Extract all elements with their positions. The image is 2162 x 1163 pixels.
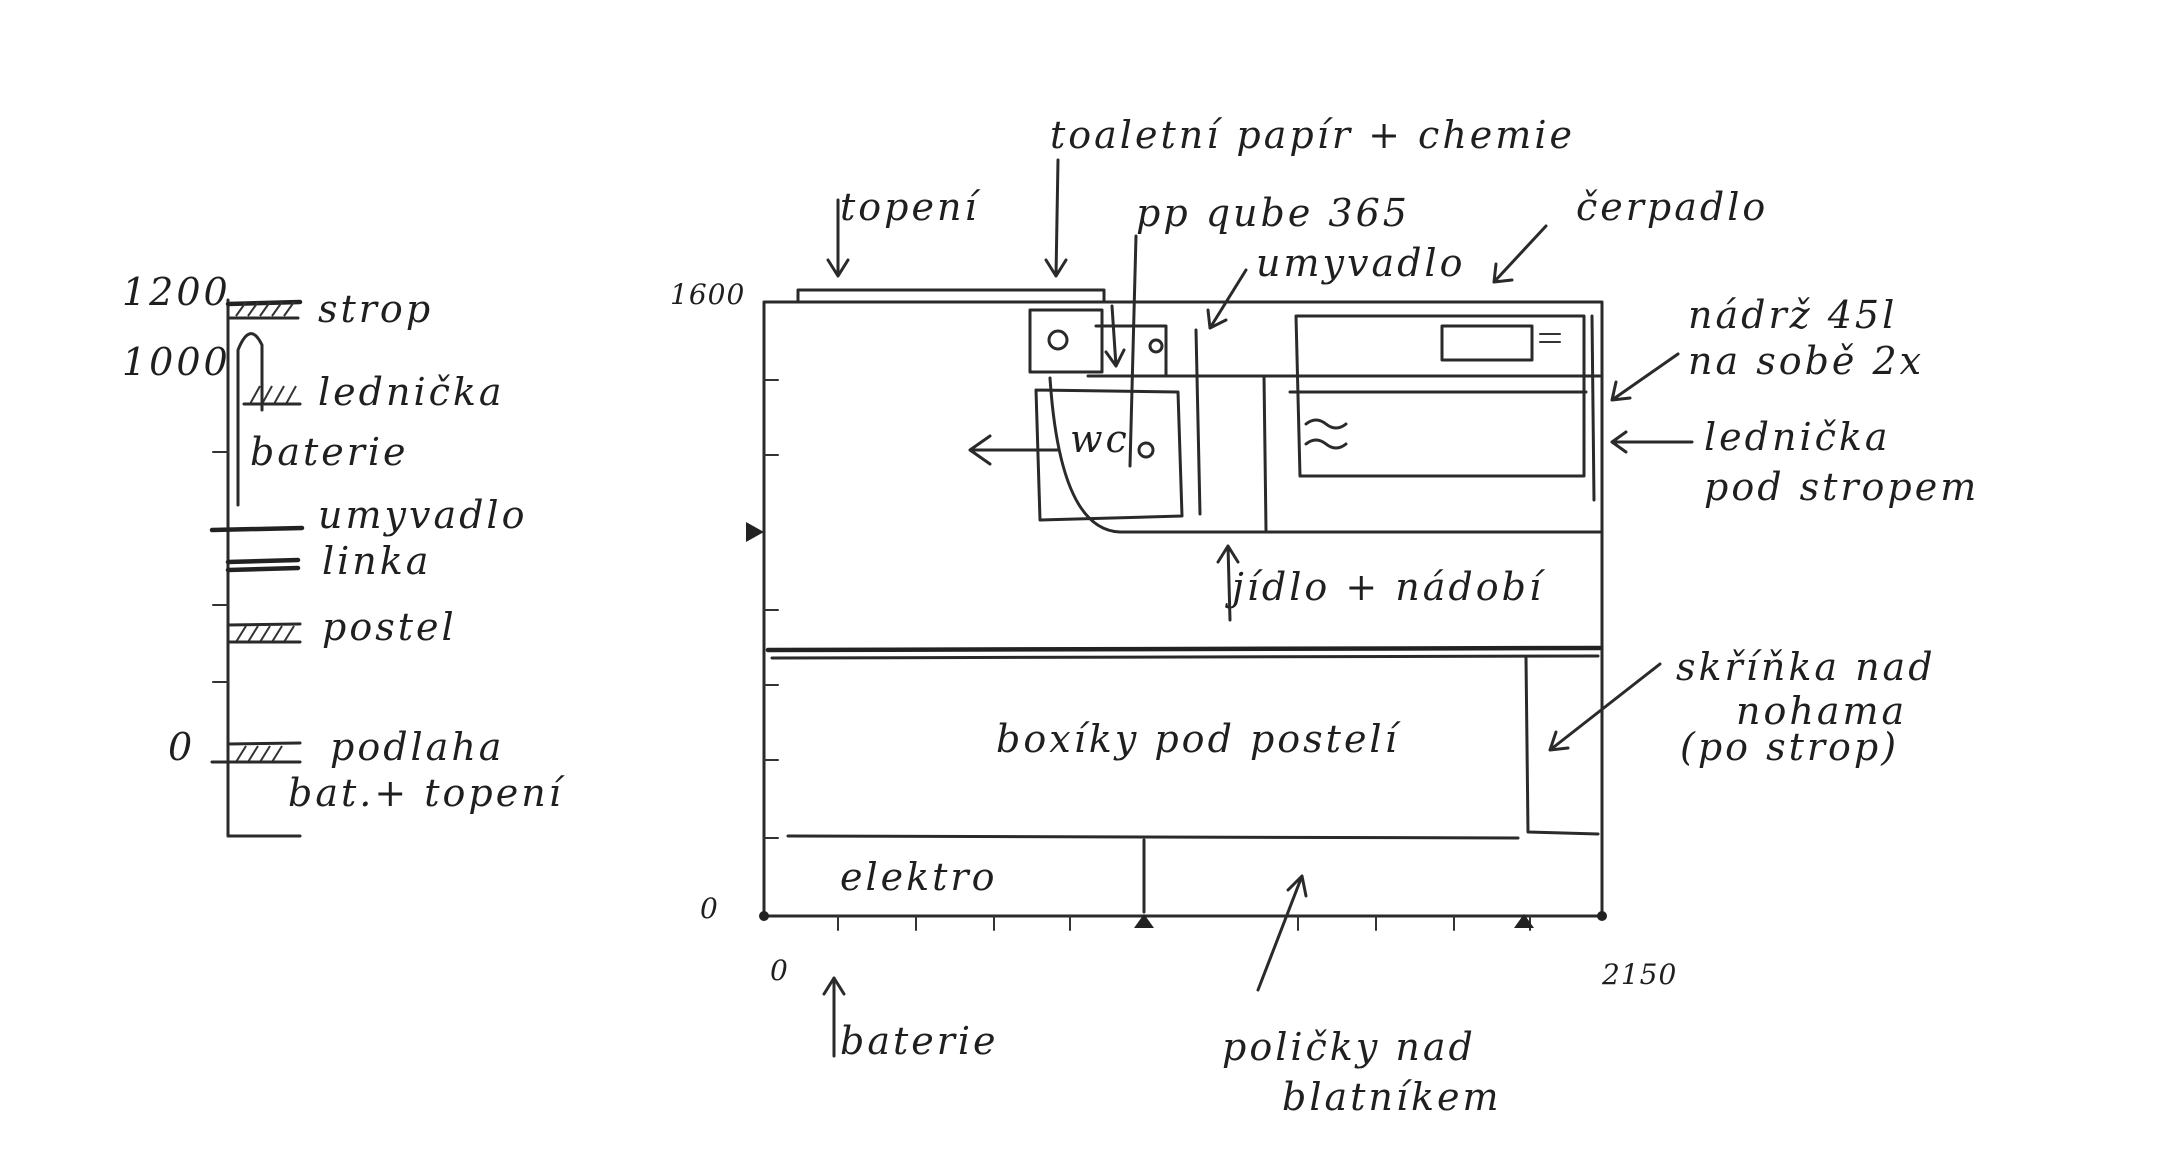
axis-x-right: 2150 (1601, 958, 1677, 991)
label-strop: strop (318, 287, 433, 331)
axis-y-top: 1600 (670, 278, 745, 311)
label-toilet-paper: toaletní papír + chemie (1050, 113, 1575, 157)
van-side-view: 1600 0 0 2150 (670, 278, 1677, 991)
label-cabinet: skříňka nad (1676, 645, 1936, 689)
lower-shelf-line (786, 834, 1520, 840)
corner-dot-right (1597, 911, 1607, 921)
label-shelves: poličky nad (1222, 1025, 1476, 1069)
counter-line (1048, 376, 1602, 534)
label-umyvadlo: umyvadlo (318, 493, 527, 537)
label-fridge: lednička (1704, 415, 1891, 459)
arrow-cabinet (1548, 662, 1662, 752)
height-scale: 1200 1000 0 (122, 270, 566, 838)
level-lednicka (242, 385, 302, 406)
level-strop (225, 299, 303, 320)
level-podlaha (210, 741, 302, 764)
van-outline (762, 300, 1604, 918)
wc-arrow (968, 434, 1060, 466)
label-cabinet-sub: nohama (1736, 689, 1907, 733)
bed-line-2 (770, 654, 1600, 660)
annotations: toaletní papír + chemie topení pp qube 3… (822, 113, 1979, 1119)
label-bat-topeni: bat.+ topení (288, 771, 566, 815)
marker-triangle-bottom-2 (1514, 914, 1534, 928)
bottom-axis-ticks (837, 915, 1531, 931)
marker-triangle-bottom-1 (1134, 914, 1154, 928)
corner-dot-left (759, 911, 769, 921)
tick-1200: 1200 (122, 270, 231, 314)
label-tank: nádrž 45l (1688, 293, 1897, 337)
left-axis-ticks (763, 379, 779, 839)
label-shelves-sub: blatníkem (1282, 1075, 1502, 1119)
arrow-tank (1610, 352, 1680, 402)
bed-line (765, 645, 1603, 653)
label-battery: baterie (840, 1019, 999, 1063)
label-linka: linka (322, 539, 431, 583)
tick-1000: 1000 (122, 340, 231, 384)
scale-fridge-outline (236, 332, 264, 507)
label-baterie: baterie (250, 430, 409, 474)
tick-0: 0 (168, 725, 195, 769)
cabinet-divider (1524, 656, 1600, 836)
scale-axis (226, 298, 302, 838)
label-elektro: elektro (840, 855, 997, 899)
label-tank-sub: na sobě 2x (1688, 339, 1924, 383)
arrow-heater (826, 198, 850, 278)
label-fridge-sub: pod stropem (1704, 465, 1979, 509)
level-umyvadlo (209, 525, 305, 533)
label-washbasin: umyvadlo (1256, 241, 1465, 285)
arrow-pp-qube (1128, 234, 1138, 468)
label-heater: topení (840, 185, 981, 229)
marker-triangle-left (746, 522, 764, 542)
label-podlaha: podlaha (330, 725, 504, 769)
arrow-pump (1492, 224, 1548, 284)
arrow-pp-qube-2 (1104, 304, 1126, 368)
axis-y-bottom: 0 (700, 892, 719, 925)
arrow-fridge (1610, 430, 1694, 454)
label-food: jídlo + nádobí (1225, 565, 1546, 609)
arrow-battery (822, 976, 846, 1058)
level-linka (225, 557, 301, 573)
label-boxes: boxíky pod postelí (996, 717, 1402, 761)
wc-unit (968, 308, 1202, 522)
arrow-food (1216, 544, 1240, 622)
label-lednicka: lednička (318, 370, 505, 414)
fridge-unit (1262, 314, 1596, 532)
arrow-washbasin (1206, 268, 1248, 330)
axis-x-left: 0 (770, 954, 789, 987)
level-postel (226, 622, 302, 644)
heater-strip (796, 288, 1106, 304)
label-pump: čerpadlo (1576, 185, 1768, 229)
label-pp-qube: pp qube 365 (1136, 191, 1410, 235)
arrow-toilet-paper (1044, 158, 1068, 278)
scale-ticks (212, 451, 229, 683)
label-wc: wc (1070, 417, 1130, 461)
label-postel: postel (322, 605, 457, 649)
arrow-shelves (1256, 874, 1308, 992)
label-cabinet-sub2: (po strop) (1680, 725, 1899, 769)
